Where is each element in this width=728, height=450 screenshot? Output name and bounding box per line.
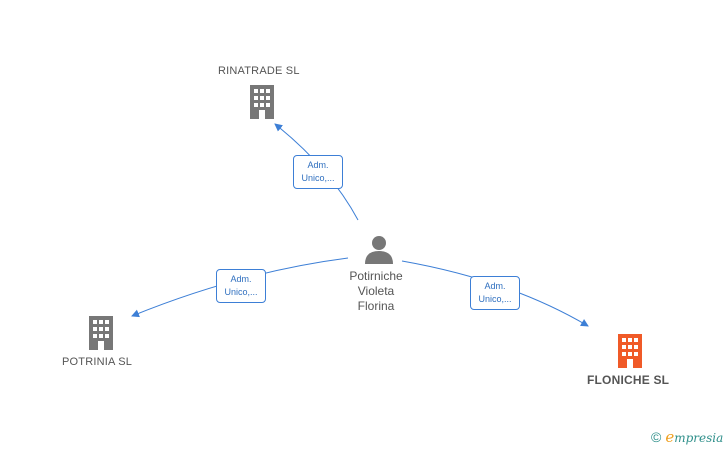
node-label-rinatrade[interactable]: RINATRADE SL	[218, 65, 300, 77]
edge-label-rinatrade[interactable]: Adm. Unico,...	[293, 155, 343, 189]
person-name[interactable]: Potirniche Violeta Florina	[331, 269, 421, 314]
person-icon[interactable]	[364, 234, 394, 269]
edge-label-line: Unico,...	[478, 294, 512, 304]
person-name-line: Florina	[357, 299, 395, 313]
building-icon[interactable]	[87, 316, 115, 355]
edge-label-line: Adm.	[230, 274, 252, 284]
brand-name: empresia	[665, 428, 723, 446]
edge-label-potrinia[interactable]: Adm. Unico,...	[216, 269, 266, 303]
person-name-line: Potirniche	[349, 269, 403, 283]
edge-label-line: Adm.	[484, 281, 506, 291]
edge-label-floniche[interactable]: Adm. Unico,...	[470, 276, 520, 310]
brand-initial: e	[665, 428, 675, 446]
edge-label-line: Adm.	[307, 160, 329, 170]
person-name-line: Violeta	[357, 284, 395, 298]
brand-rest: mpresia	[674, 431, 724, 445]
building-icon[interactable]	[248, 85, 276, 124]
brand-watermark: © empresia	[651, 428, 723, 446]
building-icon[interactable]	[616, 334, 644, 373]
node-label-floniche[interactable]: FLONICHE SL	[587, 373, 670, 387]
edge-label-line: Unico,...	[224, 287, 258, 297]
copyright-icon: ©	[651, 429, 662, 445]
node-label-potrinia[interactable]: POTRINIA SL	[62, 356, 133, 368]
edge-label-line: Unico,...	[301, 173, 335, 183]
